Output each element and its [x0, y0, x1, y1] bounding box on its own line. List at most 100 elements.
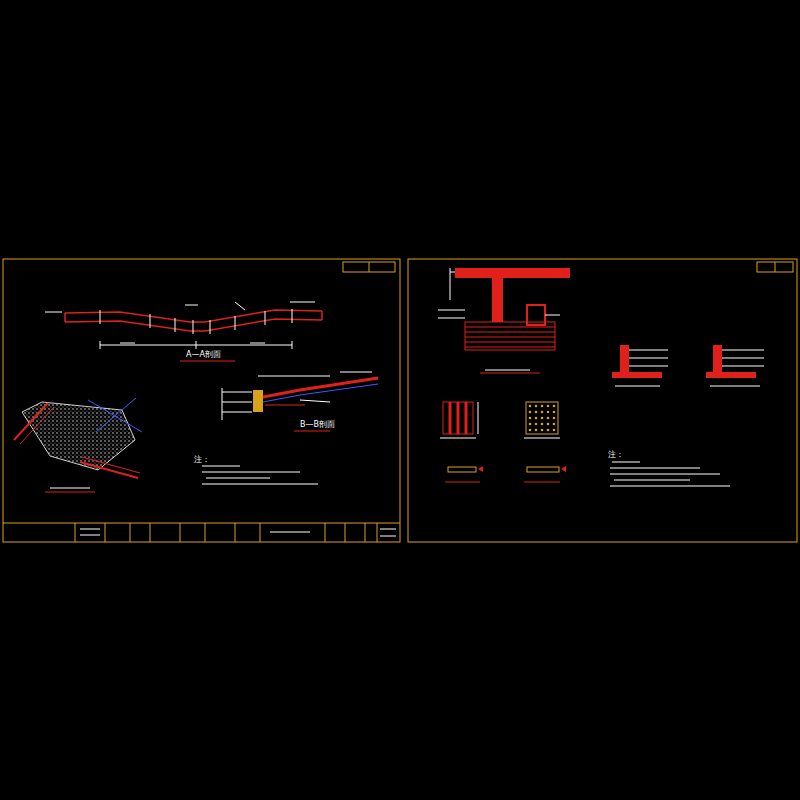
title-underline	[480, 373, 540, 374]
sheet-number-box	[757, 262, 793, 272]
ladder-rail	[82, 457, 140, 473]
title-block-line	[345, 523, 346, 542]
t-wall-section	[438, 268, 570, 373]
leader	[629, 366, 668, 367]
joint-tick	[210, 320, 211, 334]
rebar-dot	[547, 423, 550, 426]
sheet-border	[3, 259, 400, 542]
rebar-dot	[553, 423, 556, 426]
dimension-line	[478, 402, 479, 434]
side-post	[527, 305, 545, 325]
joint-tick	[292, 309, 293, 323]
hatch-line	[465, 337, 555, 338]
hatch-line	[465, 342, 555, 343]
drawing-label: A—A剖面	[184, 350, 223, 360]
slope-lining	[263, 378, 378, 397]
rebar-dot	[553, 405, 556, 408]
rebar-dot	[547, 417, 550, 420]
joint-tick	[175, 318, 176, 332]
rebar-dot	[553, 429, 556, 432]
drawing-label: B—B剖面	[298, 420, 337, 430]
title-block-line	[180, 523, 181, 542]
ladder-rail	[20, 407, 54, 444]
sheet-border	[408, 259, 797, 542]
bar-end	[478, 466, 483, 472]
block-outline	[526, 402, 558, 434]
dimension-line	[222, 388, 223, 420]
leader	[545, 315, 560, 316]
block-outline	[443, 402, 473, 434]
title-block-line	[369, 262, 370, 272]
top-slab	[455, 268, 570, 278]
leader	[290, 302, 315, 303]
hatch-line	[465, 347, 555, 348]
rebar-dot	[541, 423, 544, 426]
notes-lines	[610, 462, 730, 486]
text-stroke	[202, 472, 300, 473]
joint-tick	[235, 316, 236, 330]
leader	[45, 312, 62, 313]
text-stroke	[615, 386, 660, 387]
leader	[629, 350, 668, 351]
text-stroke	[380, 536, 396, 537]
title-block-line	[775, 262, 776, 272]
riprap-detail	[14, 398, 142, 492]
leader	[450, 272, 455, 273]
leader	[722, 358, 764, 359]
bar-detail	[527, 467, 559, 472]
text-stroke	[80, 529, 100, 530]
footing	[465, 322, 555, 350]
rebar-dot	[535, 405, 538, 408]
hatch-line	[465, 332, 555, 333]
title-block-line	[150, 523, 151, 542]
title-underline	[294, 431, 330, 432]
rebar-grid	[529, 405, 556, 432]
joint-tick	[100, 310, 101, 324]
leader	[340, 372, 372, 373]
title-underline	[524, 482, 560, 483]
leader	[235, 302, 245, 310]
text-stroke	[610, 474, 720, 475]
wall-base	[706, 372, 756, 378]
rebar-dot	[535, 417, 538, 420]
rebar-dot	[529, 411, 532, 414]
leader	[438, 310, 465, 311]
title-block-line	[3, 523, 400, 524]
text-stroke	[50, 488, 90, 489]
joint-tick	[150, 314, 151, 328]
wall-base	[612, 372, 662, 378]
channel-end	[321, 311, 323, 320]
text-stroke	[610, 486, 730, 487]
title-underline	[180, 361, 235, 362]
text-stroke	[614, 480, 690, 481]
rebar-dot	[541, 411, 544, 414]
sheet-frame	[3, 259, 400, 542]
wall-stem	[620, 345, 629, 373]
ladder-rail	[14, 403, 48, 440]
rebar-dot	[541, 417, 544, 420]
bar-detail	[448, 467, 476, 472]
rebar-dot	[535, 423, 538, 426]
leader	[722, 350, 764, 351]
text-stroke	[202, 484, 318, 485]
text-stroke	[610, 468, 700, 469]
rebar-details	[440, 402, 566, 482]
text-stroke	[380, 529, 396, 530]
text-stroke	[270, 532, 310, 533]
dimension-tick	[196, 341, 197, 349]
notes-lines	[202, 466, 318, 484]
text-stroke	[250, 343, 265, 344]
title-block-line	[75, 523, 76, 542]
title-block-line	[260, 523, 261, 542]
rebar-dot	[535, 429, 538, 432]
rebar-dot	[529, 417, 532, 420]
leader	[629, 358, 668, 359]
title-block-line	[105, 523, 106, 542]
hatch-line	[465, 327, 555, 328]
text-stroke	[710, 386, 760, 387]
joint-ticks	[45, 302, 315, 349]
dimension-line	[524, 438, 560, 439]
grid-line	[222, 392, 252, 393]
title-underline	[45, 492, 95, 493]
